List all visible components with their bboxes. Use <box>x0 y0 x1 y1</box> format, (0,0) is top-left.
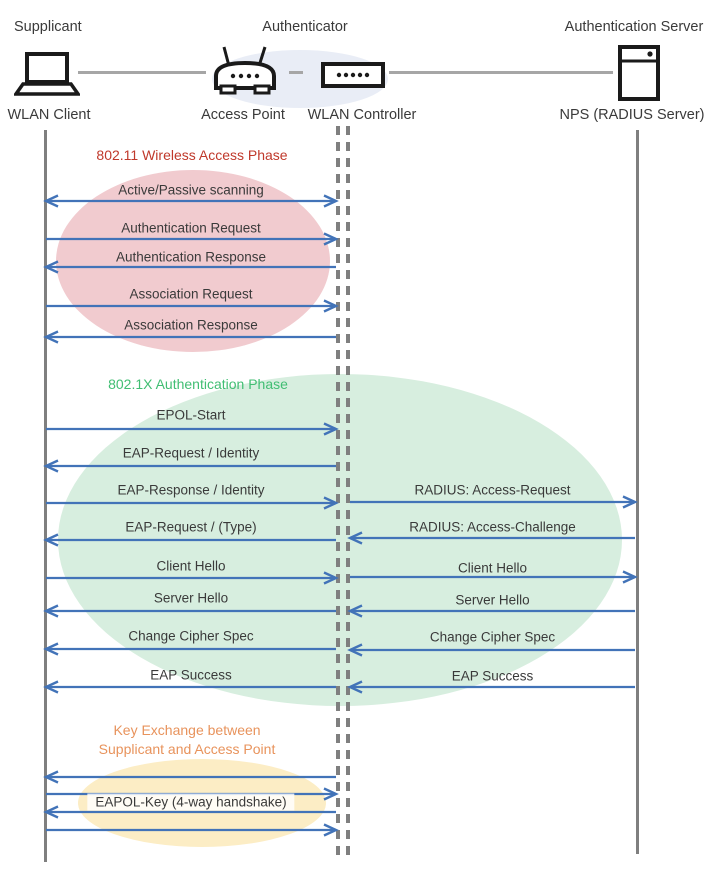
message-label: Association Request <box>129 286 253 302</box>
lifeline-wlan-client <box>44 130 47 862</box>
wlan-controller-icon <box>321 62 385 88</box>
lifeline-radius-server <box>636 130 639 854</box>
connector-dash <box>289 71 303 74</box>
device-label-nps-radius-server: NPS (RADIUS Server) <box>559 107 705 123</box>
message-label: Active/Passive scanning <box>118 182 264 198</box>
message-label: Server Hello <box>455 592 530 608</box>
device-label-access-point: Access Point <box>201 107 285 123</box>
phase-title-wireless-access: 802.11 Wireless Access Phase <box>96 147 288 163</box>
message-label: Change Cipher Spec <box>128 628 254 644</box>
connector-line <box>389 71 613 74</box>
device-label-wlan-controller: WLAN Controller <box>307 107 417 123</box>
message-label: EAPOL-Key (4-way handshake) <box>87 793 295 811</box>
message-label: EAP Success <box>150 667 232 683</box>
laptop-icon <box>14 52 80 96</box>
message-label: EAP-Request / Identity <box>122 445 260 461</box>
actor-label-authenticator: Authenticator <box>262 19 348 35</box>
message-label: Client Hello <box>156 558 226 574</box>
actor-label-authentication-server: Authentication Server <box>564 19 704 35</box>
message-label: EAP-Response / Identity <box>117 482 265 498</box>
message-label: Association Response <box>124 317 258 333</box>
message-label: RADIUS: Access-Request <box>414 482 571 498</box>
phase-title-authentication: 802.1X Authentication Phase <box>108 376 288 392</box>
message-label: Authentication Request <box>121 220 261 236</box>
lifeline-authenticator-dashed <box>336 126 340 856</box>
access-point-icon <box>214 46 276 95</box>
server-icon <box>618 45 660 101</box>
message-label: EAP-Request / (Type) <box>125 519 257 535</box>
lifeline-authenticator-dashed <box>346 126 350 856</box>
message-label: Authentication Response <box>115 249 267 265</box>
connector-line <box>78 71 206 74</box>
message-label: Change Cipher Spec <box>429 629 556 645</box>
message-label: Client Hello <box>457 560 528 576</box>
message-label: EPOL-Start <box>156 407 226 423</box>
actor-label-supplicant: Supplicant <box>14 19 82 35</box>
device-label-wlan-client: WLAN Client <box>7 107 91 123</box>
message-label: Server Hello <box>153 590 229 606</box>
phase-title-key-exchange: Key Exchange between Supplicant and Acce… <box>98 722 276 757</box>
phase-ellipse-authentication <box>58 374 622 706</box>
message-label: RADIUS: Access-Challenge <box>409 519 576 535</box>
message-label: EAP Success <box>451 668 534 684</box>
